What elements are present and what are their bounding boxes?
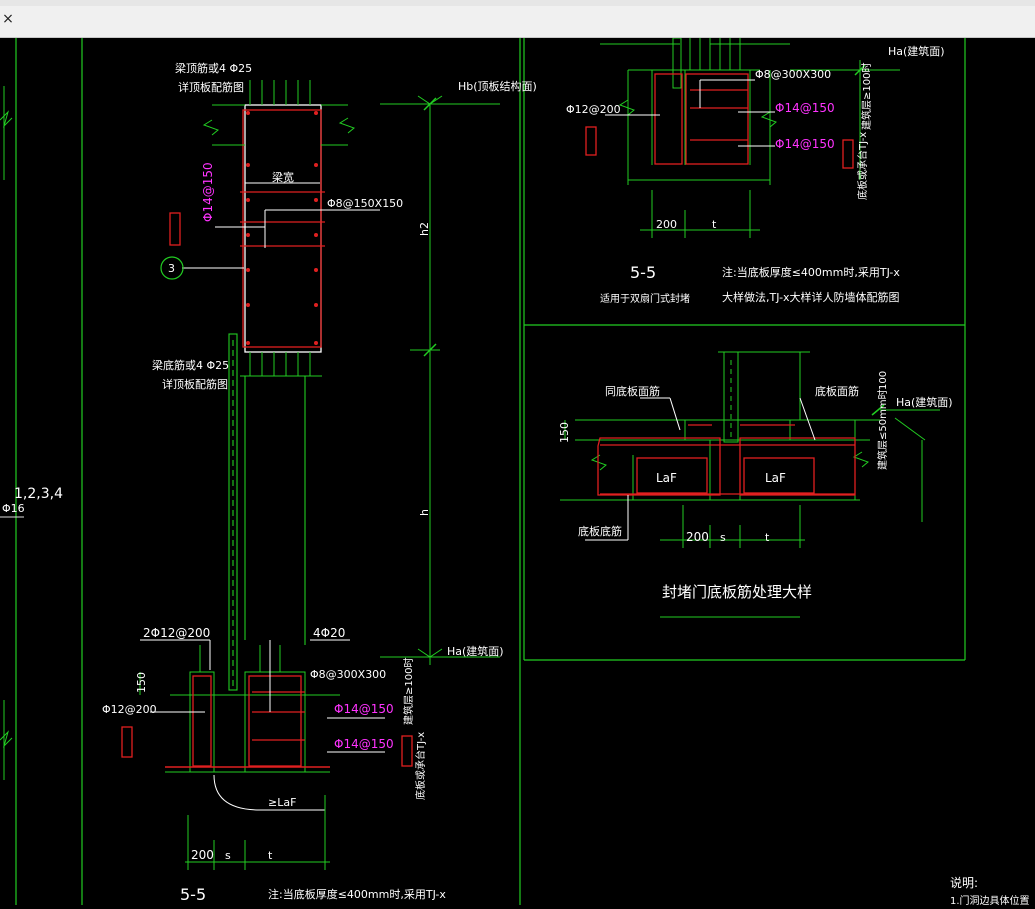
- dim-s: s: [225, 849, 231, 862]
- callout-number: 3: [168, 262, 175, 275]
- rb-laf1: LaF: [656, 471, 677, 485]
- explain-item1: 1.门洞边具体位置: [950, 894, 1030, 905]
- title-bar-strip: [0, 0, 1035, 6]
- beam-rebar-cage: [242, 109, 322, 348]
- left-edge-marks: [0, 86, 24, 780]
- wall-detail: 梁顶筋或4 Φ25 详顶板配筋图 梁宽 Φ8@150X150 Φ14@150 3…: [102, 61, 537, 904]
- rb-dim-s: s: [720, 531, 726, 544]
- horizontal-stirrups: [240, 191, 325, 247]
- rt-subtitle: 适用于双扇门式封堵: [600, 292, 690, 305]
- bars-2phi12: 2Φ12@200: [143, 626, 210, 640]
- explain-label: 说明:: [950, 875, 978, 890]
- rt-note1: 注:当底板厚度≤400mm时,采用TJ-x: [722, 265, 900, 279]
- rt-stirrup: Φ8@300X300: [755, 68, 831, 81]
- rb-title: 封堵门底板筋处理大样: [662, 583, 812, 601]
- rb-dim-200: 200: [686, 530, 709, 544]
- right-bottom-detail: 同底板面筋 底板面筋 Ha(建筑面) 150 建筑层≤50mm时 100 LaF…: [558, 351, 953, 618]
- frame-lines: [15, 38, 966, 905]
- red-marker-3: [401, 735, 413, 767]
- callout-circle: [160, 256, 184, 280]
- rebar-dots: [246, 111, 318, 345]
- stirrup2-label: Φ8@300X300: [310, 668, 386, 681]
- dim-150: 150: [135, 672, 148, 693]
- wall-outline: [228, 333, 306, 691]
- rb-same-rebar: 同底板面筋: [605, 384, 660, 398]
- rb-ha-label: Ha(建筑面): [896, 395, 953, 409]
- rb-top-rebar: 底板面筋: [815, 384, 859, 398]
- rb-bottom-rebar: 底板底筋: [578, 524, 622, 538]
- window-title-bar: ×: [0, 0, 1035, 38]
- red-marker-2: [121, 726, 133, 758]
- bottom-beam-note2: 详顶板配筋图: [162, 377, 228, 391]
- close-icon: ×: [2, 11, 14, 27]
- dim-t: t: [268, 849, 273, 862]
- rb-laf2: LaF: [765, 471, 786, 485]
- rt-vert-note2: 建筑层≥100时: [860, 63, 873, 130]
- hb-label: Hb(顶板结构面): [458, 79, 537, 93]
- stirrup-label: Φ8@150X150: [327, 197, 403, 210]
- rt-phi14-b: Φ14@150: [775, 137, 835, 151]
- cad-drawing: 1,2,3,4 Φ16: [0, 37, 1035, 907]
- right-top-detail: Φ8@300X300 Ha(建筑面) Φ12@200 Φ14@150 Φ14@1…: [566, 37, 945, 305]
- bars-4phi20: 4Φ20: [313, 626, 345, 640]
- bottom-beam-note1: 梁底筋或4 Φ25: [152, 358, 229, 372]
- rb-dim-t: t: [765, 531, 770, 544]
- footing: [139, 639, 385, 811]
- top-beam-note1: 梁顶筋或4 Φ25: [175, 61, 252, 75]
- rt-section: 5-5: [630, 263, 656, 282]
- rt-ha-label: Ha(建筑面): [888, 44, 945, 58]
- leaders-top: [182, 182, 380, 269]
- rt-dim-t: t: [712, 218, 717, 231]
- phi12-200-label: Φ12@200: [102, 703, 157, 716]
- rt-dim-200: 200: [656, 218, 677, 231]
- h2-label: h2: [418, 222, 431, 236]
- rt-note2: 大样做法,TJ-x大样详人防墙体配筋图: [722, 290, 900, 304]
- vert-note2: 建筑层≥100时: [402, 658, 415, 725]
- elevation-dims: [380, 95, 500, 665]
- close-button[interactable]: ×: [0, 10, 16, 28]
- label-phi16: Φ16: [2, 502, 25, 515]
- rb-vert-note: 建筑层≤50mm时: [876, 389, 889, 470]
- section-label: 5-5: [180, 885, 206, 904]
- ha-label: Ha(建筑面): [447, 644, 504, 658]
- label-1234: 1,2,3,4: [14, 486, 63, 502]
- phi14-a-label: Φ14@150: [334, 702, 394, 716]
- beam-width-label: 梁宽: [272, 170, 294, 184]
- cad-drawing-canvas[interactable]: 1,2,3,4 Φ16: [0, 37, 1035, 907]
- rt-phi12: Φ12@200: [566, 103, 621, 116]
- vert-note: 底板或承台TJ-x: [414, 732, 427, 800]
- red-marker-1: [169, 212, 181, 246]
- phi14-b-label: Φ14@150: [334, 737, 394, 751]
- bottom-note: 注:当底板厚度≤400mm时,采用TJ-x: [268, 887, 446, 901]
- laf-label: ≥LaF: [268, 796, 296, 809]
- rb-vert-note2: 100: [878, 371, 889, 390]
- top-beam-note2: 详顶板配筋图: [178, 80, 244, 94]
- dim-200: 200: [191, 848, 214, 862]
- bottom-dims: [185, 795, 330, 870]
- beam-top-bars: [202, 80, 355, 377]
- h-label: h: [418, 509, 431, 516]
- rt-vert-note: 底板或承台TJ-x: [856, 132, 869, 200]
- rb-dim-150: 150: [558, 422, 571, 443]
- rt-phi14-a: Φ14@150: [775, 101, 835, 115]
- vertical-bar-label: Φ14@150: [201, 162, 215, 222]
